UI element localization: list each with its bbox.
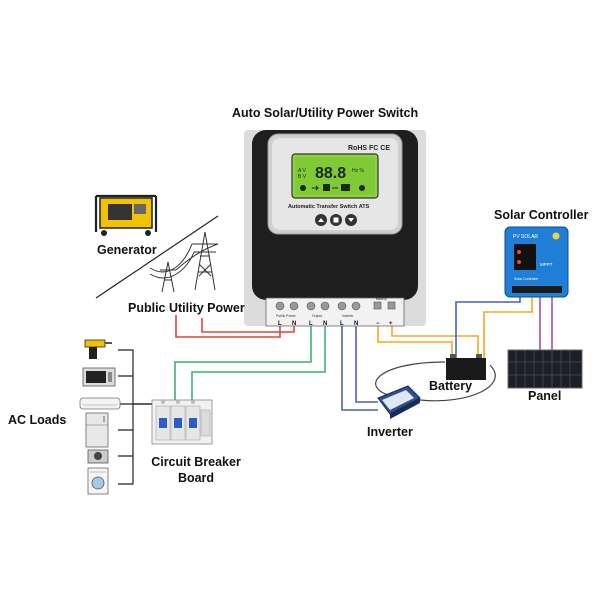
solar-controller-icon: PV SOLAR MPPT Solar Controller [504, 226, 569, 298]
generator-icon [94, 194, 158, 236]
lcd-screen [291, 153, 379, 199]
terminal-letter: L [309, 321, 313, 327]
circuit-breaker-label-line2: Board [177, 471, 215, 485]
terminal-label-inverter: Inverter [342, 314, 354, 318]
lcd-icons [300, 184, 365, 191]
terminal-block [265, 297, 405, 327]
terminal-screws [275, 301, 396, 311]
generator-label: Generator [97, 243, 157, 257]
microwave-icon [82, 367, 116, 387]
terminal-letter: − [376, 321, 380, 327]
controller-mode: MPPT [540, 262, 553, 267]
terminal-label-public: Public Power [276, 314, 297, 318]
air-conditioner-icon [79, 397, 121, 410]
terminal-label-battery: Battery [376, 297, 387, 301]
wire-utility-l [175, 315, 281, 338]
panel-label: Panel [528, 389, 562, 403]
terminal-letter: N [292, 321, 296, 327]
solar-controller-label: Solar Controller [494, 208, 589, 222]
public-utility-label: Public Utility Power [128, 301, 245, 315]
camera-icon [87, 449, 109, 464]
inverter-icon [377, 385, 421, 419]
inverter-label: Inverter [367, 425, 413, 439]
wire-output-n [191, 322, 326, 400]
lcd-digits: 88.8 [315, 165, 346, 182]
wire-utility-n [201, 318, 295, 333]
circuit-breaker-icon [151, 399, 213, 445]
washing-machine-icon [87, 467, 109, 495]
divider-line [95, 215, 219, 299]
terminal-letter: L [278, 321, 282, 327]
wire-battery-inverter [375, 361, 496, 402]
ac-loads-label: AC Loads [8, 413, 67, 427]
controller-subtext: Solar Controller [514, 277, 539, 281]
wire-switch-battery-neg [377, 322, 453, 358]
cert-marks: RoHS FC CE [348, 145, 390, 152]
solar-panel-icon [507, 349, 583, 389]
battery-label: Battery [429, 379, 473, 393]
wire-inverter-n [355, 322, 378, 403]
ats-model-text: Automatic Transfer Switch ATS [288, 204, 370, 210]
controller-brand: PV SOLAR [513, 234, 538, 240]
terminal-letter: N [323, 321, 327, 327]
svg-text:B V: B V [298, 174, 307, 180]
power-tower-icon [149, 231, 219, 293]
ats-buttons [315, 214, 357, 226]
terminal-letter: L [340, 321, 344, 327]
switch-title: Auto Solar/Utility Power Switch [232, 106, 419, 120]
circuit-breaker-label-line1: Circuit Breaker [151, 455, 241, 469]
controller-lcd [514, 244, 536, 270]
svg-text:A V: A V [298, 168, 306, 174]
terminal-letter: + [389, 321, 393, 327]
terminal-label-output: Output [312, 314, 322, 318]
wire-inverter-l [341, 322, 378, 411]
wire-switch-battery-pos [391, 322, 479, 358]
ats-switch-device: RoHS FC CE 88.8 A V B V Hz % Automatic T… [244, 130, 426, 327]
terminal-letter: N [354, 321, 358, 327]
refrigerator-icon [85, 412, 109, 448]
battery-icon [446, 354, 486, 380]
svg-text:Hz %: Hz % [352, 168, 365, 174]
wire-controller-battery-2 [483, 295, 533, 358]
wire-controller-battery-1 [455, 295, 521, 358]
drill-icon [84, 339, 112, 359]
wires [118, 295, 553, 485]
wire-output-l [174, 322, 312, 400]
circuit-breaker-label: Circuit Breaker Board [148, 454, 244, 486]
